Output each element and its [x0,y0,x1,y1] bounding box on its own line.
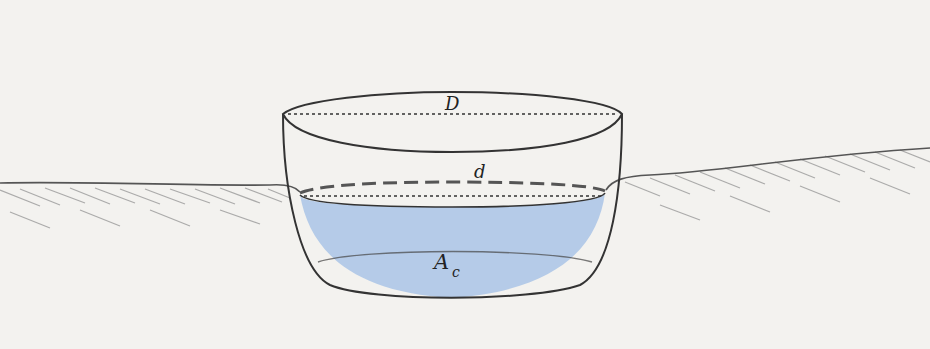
bowl-bottom [318,252,592,263]
area-label: A [434,252,449,273]
waterline-front [300,193,605,207]
water-fill [300,193,605,298]
dimension-line [288,113,618,114]
dimension-label: D [445,95,459,113]
dimension-label: d [474,163,486,181]
waterline-back [300,182,605,193]
area-subscript: c [452,265,460,279]
ground-line [0,183,300,192]
dimension-line [304,195,602,196]
ground-line [606,148,930,190]
bowl-rim [283,92,622,152]
